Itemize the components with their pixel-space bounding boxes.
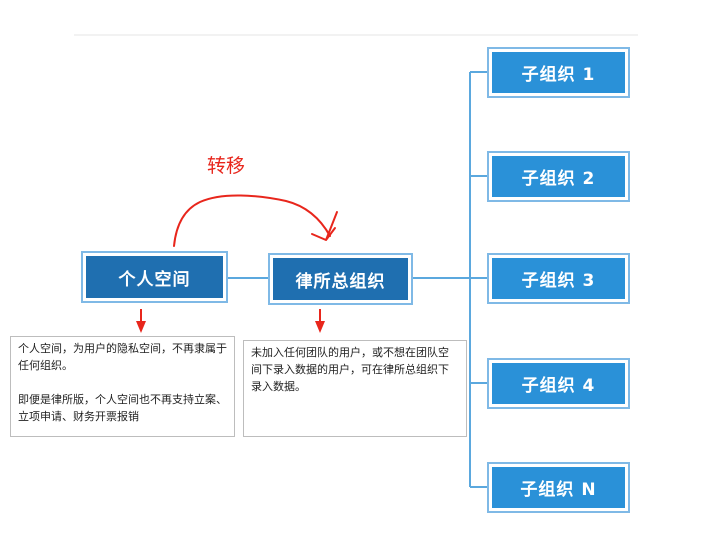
node-sub-org-2: 子组织 2 bbox=[487, 151, 630, 202]
node-sub-org-4-label: 子组织 4 bbox=[492, 363, 625, 404]
node-sub-org-1: 子组织 1 bbox=[487, 47, 630, 98]
node-sub-org-n-label: 子组织 N bbox=[492, 467, 625, 508]
red-arrow-main bbox=[315, 309, 325, 333]
note-firm-main-org: 未加入任何团队的用户，或不想在团队空间下录入数据的用户，可在律所总组织下录入数据… bbox=[243, 340, 467, 437]
transfer-arc bbox=[173, 194, 331, 247]
red-arrow-personal bbox=[136, 309, 146, 333]
node-sub-org-3: 子组织 3 bbox=[487, 253, 630, 304]
node-sub-org-1-label: 子组织 1 bbox=[492, 52, 625, 93]
node-sub-org-4: 子组织 4 bbox=[487, 358, 630, 409]
node-firm-main-org: 律所总组织 bbox=[268, 253, 413, 305]
node-sub-org-3-label: 子组织 3 bbox=[492, 258, 625, 299]
transfer-label: 转移 bbox=[207, 155, 246, 177]
node-sub-org-n: 子组织 N bbox=[487, 462, 630, 513]
node-sub-org-2-label: 子组织 2 bbox=[492, 156, 625, 197]
node-personal-space: 个人空间 bbox=[81, 251, 228, 303]
note-personal-space: 个人空间，为用户的隐私空间，不再隶属于任何组织。 即便是律所版，个人空间也不再支… bbox=[10, 336, 235, 437]
node-firm-main-org-label: 律所总组织 bbox=[273, 258, 408, 300]
node-personal-space-label: 个人空间 bbox=[86, 256, 223, 298]
transfer-arrowhead bbox=[311, 211, 338, 241]
